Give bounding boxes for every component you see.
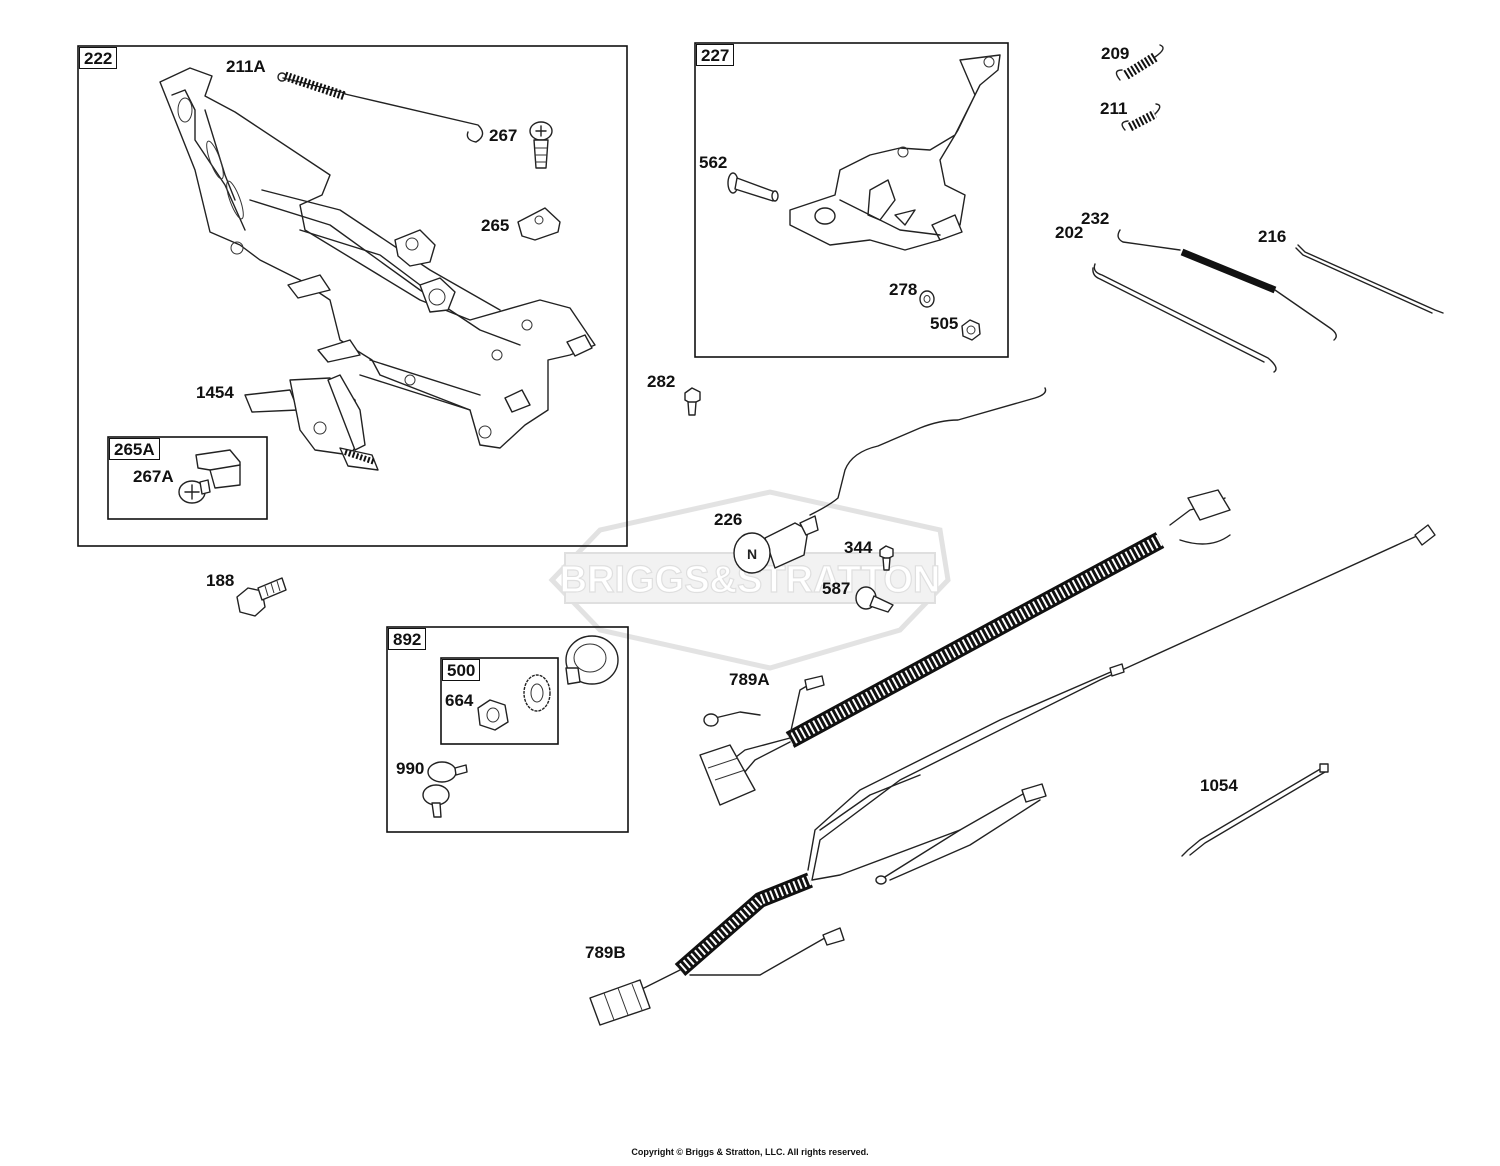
choke-226-drawing: N bbox=[733, 387, 1047, 574]
bolt-562-drawing bbox=[727, 172, 779, 202]
ignition-switch-892-drawing bbox=[565, 635, 619, 685]
spring-rod-232-drawing bbox=[1117, 229, 1337, 341]
box-label-222: 222 bbox=[79, 47, 118, 69]
callout-265: 265 bbox=[481, 216, 510, 235]
spring-211A-drawing bbox=[277, 71, 484, 143]
screw-344-drawing bbox=[879, 545, 894, 571]
callout-282: 282 bbox=[647, 372, 676, 391]
control-bracket-drawing bbox=[159, 67, 596, 449]
cable-tie-1054-drawing bbox=[1181, 763, 1329, 857]
screw-267A-drawing bbox=[178, 479, 211, 504]
callout-990: 990 bbox=[396, 759, 425, 778]
callout-278: 278 bbox=[889, 280, 918, 299]
harness-789A-drawing bbox=[699, 489, 1231, 806]
spring-211-drawing bbox=[1121, 103, 1161, 131]
callout-188: 188 bbox=[206, 571, 235, 590]
clip-265A-drawing bbox=[195, 449, 241, 489]
rod-202-drawing bbox=[1092, 263, 1277, 373]
box-500-frame bbox=[440, 657, 559, 745]
box-265A-frame bbox=[107, 436, 268, 520]
clamp-587-drawing bbox=[855, 586, 894, 613]
callout-664: 664 bbox=[445, 691, 474, 710]
callout-211: 211 bbox=[1100, 99, 1128, 118]
callout-505: 505 bbox=[930, 314, 959, 333]
keys-990-drawing bbox=[422, 761, 468, 818]
box-227-frame bbox=[694, 42, 1009, 358]
callout-267A: 267A bbox=[133, 467, 174, 486]
box-label-265A: 265A bbox=[109, 438, 160, 460]
clip-265-drawing bbox=[517, 207, 561, 241]
lockwasher-500-drawing bbox=[523, 674, 551, 712]
callout-789B: 789B bbox=[585, 943, 626, 962]
briggs-stratton-watermark-logo: BRIGGS&STRATTON bbox=[548, 489, 951, 671]
switch-1454-drawing bbox=[244, 374, 379, 471]
screw-267-drawing bbox=[529, 121, 553, 169]
callout-216: 216 bbox=[1258, 227, 1287, 246]
callout-562: 562 bbox=[699, 153, 728, 172]
callout-209: 209 bbox=[1101, 44, 1130, 63]
nut-664-drawing bbox=[477, 699, 509, 731]
box-label-227: 227 bbox=[696, 44, 735, 66]
callout-789A: 789A bbox=[729, 670, 770, 689]
washer-278-drawing bbox=[919, 290, 935, 308]
callout-267: 267 bbox=[489, 126, 518, 145]
callout-226: 226 bbox=[714, 510, 743, 529]
callout-211A: 211A bbox=[226, 57, 266, 76]
box-label-892: 892 bbox=[388, 628, 427, 650]
callout-587: 587 bbox=[822, 579, 851, 598]
spring-209-drawing bbox=[1115, 44, 1164, 81]
svg-text:N: N bbox=[747, 546, 757, 562]
bolt-188-drawing bbox=[236, 577, 287, 617]
box-222-frame bbox=[77, 45, 628, 547]
callout-202: 202 bbox=[1055, 223, 1084, 242]
copyright-notice: Copyright © Briggs & Stratton, LLC. All … bbox=[631, 1147, 869, 1157]
screw-282-drawing bbox=[684, 387, 701, 416]
rod-216-drawing bbox=[1295, 244, 1444, 314]
box-892-frame bbox=[386, 626, 629, 833]
nut-505-drawing bbox=[961, 319, 981, 341]
throttle-bracket-227-drawing bbox=[789, 54, 1001, 251]
callout-1054: 1054 bbox=[1200, 776, 1238, 795]
callout-232: 232 bbox=[1081, 209, 1110, 228]
callout-344: 344 bbox=[844, 538, 873, 557]
box-label-500: 500 bbox=[442, 659, 481, 681]
callout-1454: 1454 bbox=[196, 383, 234, 402]
harness-789B-drawing bbox=[589, 524, 1436, 1026]
